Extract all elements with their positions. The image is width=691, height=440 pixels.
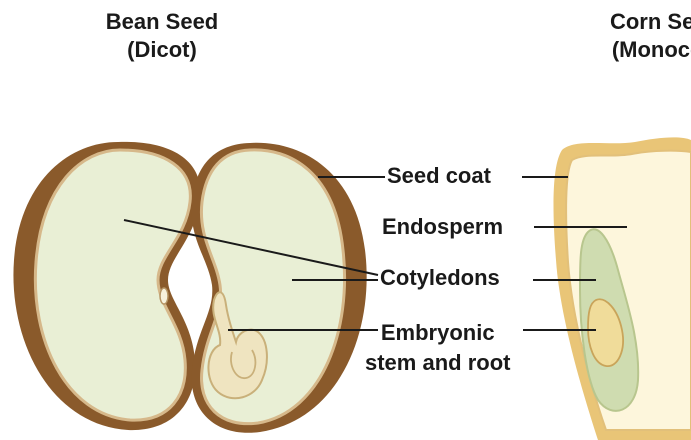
corn-seed-title-line1: Corn Seed [565,8,691,36]
bean-seed-title-line1: Bean Seed [62,8,262,36]
embryonic-label-line1: Embryonic [365,318,510,348]
bean-left-half [13,142,200,430]
corn-seed-title: Corn Seed (Monocot) [565,8,691,64]
cotyledons-label: Cotyledons [380,265,500,291]
corn-seed [554,137,691,440]
corn-seed-title-line2: (Monocot) [565,36,691,64]
endosperm-label: Endosperm [382,214,503,240]
embryonic-stem-root-label: Embryonic stem and root [365,318,510,378]
seed-coat-label: Seed coat [387,163,491,189]
bean-seed-title: Bean Seed (Dicot) [62,8,262,64]
bean-left-hilum [160,288,168,304]
bean-seed-title-line2: (Dicot) [62,36,262,64]
embryonic-label-line2: stem and root [365,348,510,378]
bean-right-half [191,143,366,433]
